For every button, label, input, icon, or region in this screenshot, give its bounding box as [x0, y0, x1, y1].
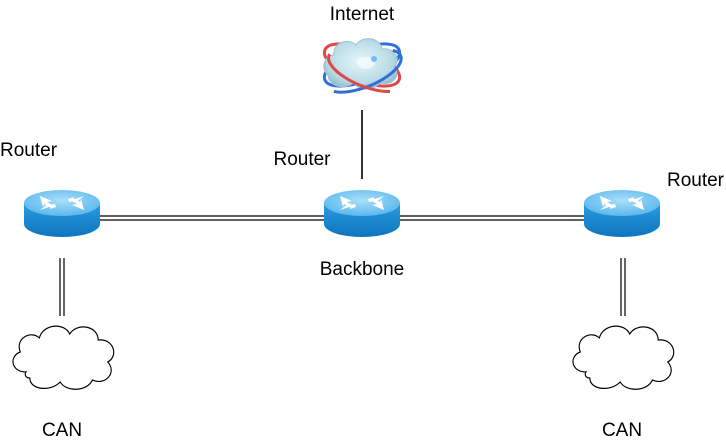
internet-node[interactable]: Internet: [319, 4, 407, 99]
can-left-node[interactable]: CAN: [12, 325, 115, 441]
can-right-label: CAN: [602, 420, 642, 441]
cloud-icon: [572, 325, 675, 390]
router-icon: [24, 190, 100, 237]
router-left-label: Router: [0, 140, 58, 161]
router-icon: [584, 190, 660, 237]
router-right-label: Router: [667, 170, 725, 191]
can-right-node[interactable]: CAN: [572, 325, 675, 441]
router-icon: [324, 190, 400, 237]
link-right-router-can: [620, 258, 626, 316]
cloud-icon: [12, 325, 115, 390]
link-left-router-can: [59, 258, 65, 316]
can-left-label: CAN: [42, 420, 82, 441]
internet-globe-icon: [322, 38, 403, 94]
router-center-label: Router: [273, 149, 331, 170]
router-left-node[interactable]: Router: [0, 140, 100, 237]
router-center-node[interactable]: Router Backbone: [273, 149, 404, 280]
link-left-router-backbone: [100, 215, 324, 221]
internet-label: Internet: [330, 4, 395, 25]
link-backbone-right-router: [400, 215, 584, 221]
router-right-node[interactable]: Router: [584, 170, 725, 237]
backbone-label: Backbone: [320, 259, 405, 280]
